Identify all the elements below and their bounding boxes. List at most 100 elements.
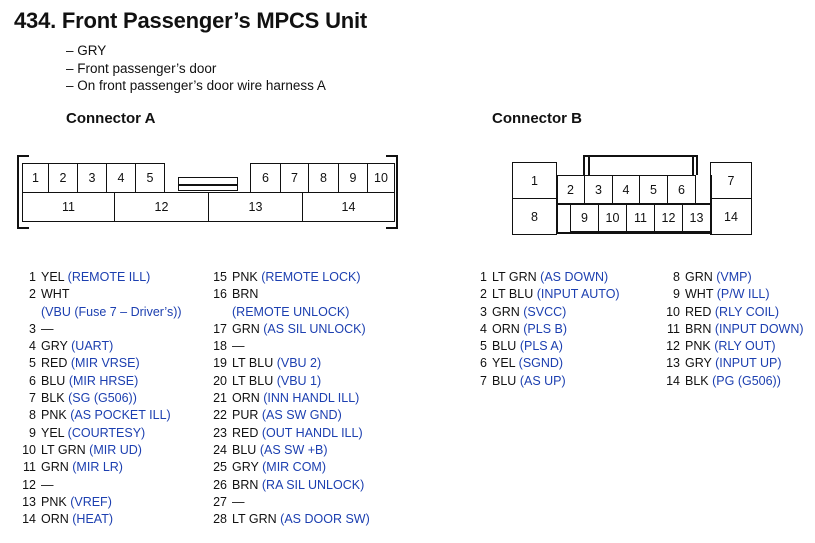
signal-name: (RA SIL UNLOCK) xyxy=(261,477,365,492)
pin-number: 27 xyxy=(213,494,227,509)
wire-color: BLK xyxy=(685,373,709,388)
signal-name: (COURTESY) xyxy=(67,425,146,440)
signal-name: (INN HANDL ILL) xyxy=(263,391,360,406)
pin-row: 3— xyxy=(14,321,182,338)
wire-color: BLU xyxy=(492,373,517,388)
connector-b-latch xyxy=(583,155,698,175)
pin-number: 2 xyxy=(480,287,487,302)
connector-b-pin-12: 12 xyxy=(654,203,683,232)
connector-a-left-ear xyxy=(17,155,19,229)
connector-b-pin-7: 7 xyxy=(710,162,752,199)
wire-color: — xyxy=(41,477,54,492)
wire-color: LT BLU xyxy=(492,287,534,302)
signal-name: (AS SW GND) xyxy=(261,408,342,423)
pin-number: 16 xyxy=(213,287,227,302)
pin-number: 11 xyxy=(23,460,36,475)
wire-color: BLK xyxy=(41,391,65,406)
signal-name: (P/W ILL) xyxy=(716,287,770,302)
wire-color: GRY xyxy=(232,460,259,475)
unit-details: – GRY – Front passenger’s door – On fron… xyxy=(66,42,326,95)
connector-b-title: Connector B xyxy=(492,110,582,127)
page-title: 434. Front Passenger’s MPCS Unit xyxy=(14,8,368,33)
signal-name: (INPUT UP) xyxy=(715,356,782,371)
wire-color: PNK xyxy=(41,494,67,509)
connector-b-bottom-edge xyxy=(556,232,712,234)
pin-number: 9 xyxy=(673,287,680,302)
pin-number: 21 xyxy=(213,391,227,406)
wire-color: YEL xyxy=(41,425,65,440)
wire-color: LT GRN xyxy=(232,512,277,527)
pin-number: 10 xyxy=(22,442,36,457)
signal-name: (OUT HANDL ILL) xyxy=(261,425,363,440)
wire-color: RED xyxy=(685,304,712,319)
wire-color: WHT xyxy=(685,287,714,302)
wire-color: BRN xyxy=(685,321,712,336)
signal-name: (VBU (Fuse 7 – Driver’s)) xyxy=(41,304,182,319)
connector-a-pin-4: 4 xyxy=(106,163,136,193)
pin-row-continuation: (VBU (Fuse 7 – Driver’s)) xyxy=(14,304,182,321)
pin-number: 5 xyxy=(29,356,36,371)
connector-a-right-ear-bottom xyxy=(386,227,398,229)
connector-a-left-ear-bottom xyxy=(17,227,29,229)
signal-name: (PG (G506)) xyxy=(712,373,781,388)
connector-a-pin-14: 14 xyxy=(302,192,395,222)
pin-number: 17 xyxy=(213,321,227,336)
connector-a-pin-6: 6 xyxy=(250,163,281,193)
pin-number: 13 xyxy=(666,356,680,371)
wire-color: — xyxy=(41,321,54,336)
pin-number: 25 xyxy=(213,460,227,475)
wire-color: LT GRN xyxy=(492,270,537,284)
pin-number: 2 xyxy=(29,287,36,302)
pin-number: 18 xyxy=(213,339,227,354)
pin-number: 10 xyxy=(666,304,680,319)
signal-name: (INPUT DOWN) xyxy=(714,321,804,336)
connector-a-pin-3: 3 xyxy=(77,163,107,193)
pin-row: 27— xyxy=(205,494,370,511)
signal-name: (PLS A) xyxy=(519,339,563,354)
connector-b-pin-5: 5 xyxy=(639,175,668,204)
wire-color: RED xyxy=(232,425,259,440)
signal-name: (AS UP) xyxy=(519,373,566,388)
pin-number: 19 xyxy=(213,356,227,371)
connector-a-pin-8: 8 xyxy=(308,163,339,193)
pin-number: 3 xyxy=(480,304,487,319)
connector-a-title: Connector A xyxy=(66,110,156,127)
pin-number: 12 xyxy=(666,339,680,354)
pin-number: 6 xyxy=(29,373,36,388)
signal-name: (AS DOOR SW) xyxy=(280,512,370,527)
pin-number: 24 xyxy=(213,442,227,457)
signal-name: (RLY OUT) xyxy=(714,339,776,354)
connector-b-divider xyxy=(556,203,712,205)
pin-number: 15 xyxy=(213,270,227,284)
wire-color: BLU xyxy=(492,339,517,354)
pin-number: 1 xyxy=(29,270,36,284)
connector-b-pin-14: 14 xyxy=(710,198,752,235)
wire-color: BRN xyxy=(232,477,259,492)
connector-a-pin-2: 2 xyxy=(48,163,78,193)
signal-name: (AS DOWN) xyxy=(540,270,609,284)
signal-name: (SVCC) xyxy=(523,304,567,319)
